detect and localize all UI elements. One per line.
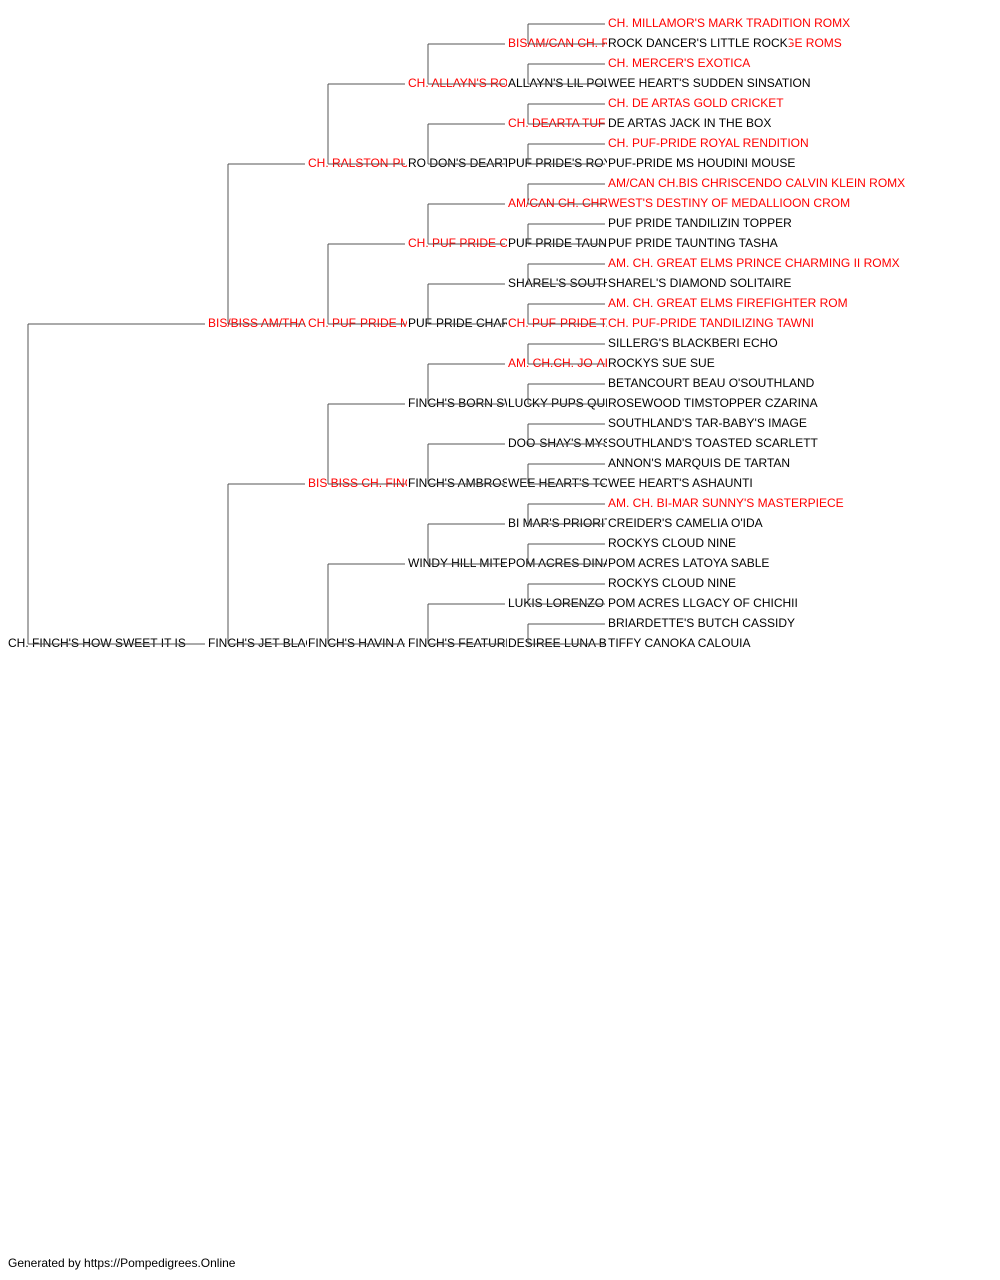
ancestor-name: CH. PUF-PRIDE ROYAL RENDITION — [608, 136, 809, 150]
label-background — [607, 456, 792, 471]
ancestor-name: DESIREE LUNA BLAIR — [508, 636, 634, 650]
label-background — [607, 236, 779, 251]
label-background — [607, 396, 819, 411]
ancestor-name: WEE HEART'S SUDDEN SINSATION — [608, 76, 811, 90]
label-background — [607, 596, 799, 611]
ancestor-name: CH. MILLAMOR'S MARK TRADITION ROMX — [608, 16, 850, 30]
ancestor-name: CH. MERCER'S EXOTICA — [608, 56, 750, 70]
label-background — [607, 136, 810, 151]
label-background — [607, 496, 845, 511]
label-background — [607, 316, 816, 331]
ancestor-name: POM ACRES LLGACY OF CHICHII — [608, 596, 798, 610]
ancestor-name: SILLERG'S BLACKBERI ECHO — [608, 336, 778, 350]
ancestor-name: AM. CH. BI-MAR SUNNY'S MASTERPIECE — [608, 496, 844, 510]
label-background — [607, 336, 779, 351]
label-background — [607, 256, 901, 271]
label-background — [207, 636, 324, 651]
label-background — [607, 116, 773, 131]
label-background — [607, 616, 796, 631]
ancestor-name: SHAREL'S DIAMOND SOLITAIRE — [608, 276, 791, 290]
label-background — [607, 276, 793, 291]
label-background — [607, 476, 754, 491]
ancestor-name: ROCK DANCER'S LITTLE ROCK — [608, 36, 788, 50]
ancestor-name: POM ACRES LATOYA SABLE — [608, 556, 769, 570]
ancestor-name: DE ARTAS JACK IN THE BOX — [608, 116, 771, 130]
label-background — [507, 636, 635, 651]
label-background — [607, 516, 764, 531]
ancestor-name: PUF PRIDE TAUNTING TASHA — [608, 236, 778, 250]
label-background — [607, 436, 820, 451]
label-background — [607, 576, 738, 591]
ancestor-name: FINCH'S JET BLACK — [208, 636, 322, 650]
ancestor-name: AM. CH. GREAT ELMS PRINCE CHARMING II RO… — [608, 256, 900, 270]
label-background — [607, 156, 797, 171]
ancestor-name: AM/CAN CH.BIS CHRISCENDO CALVIN KLEIN RO… — [608, 176, 905, 190]
label-background — [607, 196, 852, 211]
ancestor-name: ANNON'S MARQUIS DE TARTAN — [608, 456, 790, 470]
ancestor-name: WEE HEART'S ASHAUNTI — [608, 476, 753, 490]
label-background — [607, 296, 849, 311]
label-background — [607, 416, 808, 431]
ancestor-name: ROSEWOOD TIMSTOPPER CZARINA — [608, 396, 818, 410]
subject-dog-name: CH. FINCH'S HOW SWEET IT IS — [8, 636, 186, 650]
label-background — [607, 76, 812, 91]
ancestor-name: BRIARDETTE'S BUTCH CASSIDY — [608, 616, 795, 630]
label-background — [607, 216, 794, 231]
ancestor-name: WEST'S DESTINY OF MEDALLIOON CROM — [608, 196, 850, 210]
label-background — [507, 516, 621, 531]
label-background — [607, 376, 816, 391]
ancestor-name: CREIDER'S CAMELIA O'IDA — [608, 516, 763, 530]
label-background — [607, 636, 752, 651]
ancestor-name: PUF PRIDE TANDILIZIN TOPPER — [608, 216, 792, 230]
ancestor-name: SOUTHLAND'S TOASTED SCARLETT — [608, 436, 819, 450]
ancestor-name: AM. CH. GREAT ELMS FIREFIGHTER ROM — [608, 296, 848, 310]
label-background — [607, 56, 752, 71]
ancestor-name: ROCKYS CLOUD NINE — [608, 536, 736, 550]
label-background — [607, 556, 771, 571]
footer-credit: Generated by https://Pompedigrees.Online — [8, 1256, 236, 1270]
ancestor-name: CH. DE ARTAS GOLD CRICKET — [608, 96, 784, 110]
label-background — [7, 636, 187, 651]
label-background — [607, 36, 789, 51]
label-background — [607, 356, 716, 371]
label-background — [607, 16, 852, 31]
ancestor-name: BETANCOURT BEAU O'SOUTHLAND — [608, 376, 815, 390]
ancestor-name: SOUTHLAND'S TAR-BABY'S IMAGE — [608, 416, 807, 430]
ancestor-name: CH. PUF-PRIDE TANDILIZING TAWNI — [608, 316, 814, 330]
label-background — [607, 536, 738, 551]
ancestor-name: ROCKYS SUE SUE — [608, 356, 715, 370]
ancestor-name: PUF-PRIDE MS HOUDINI MOUSE — [608, 156, 795, 170]
label-background — [607, 96, 786, 111]
ancestor-name: BI MAR'S PRIORITY — [508, 516, 620, 530]
label-background — [607, 176, 907, 191]
ancestor-name: TIFFY CANOKA CALOUIA — [608, 636, 750, 650]
ancestor-name: ROCKYS CLOUD NINE — [608, 576, 736, 590]
